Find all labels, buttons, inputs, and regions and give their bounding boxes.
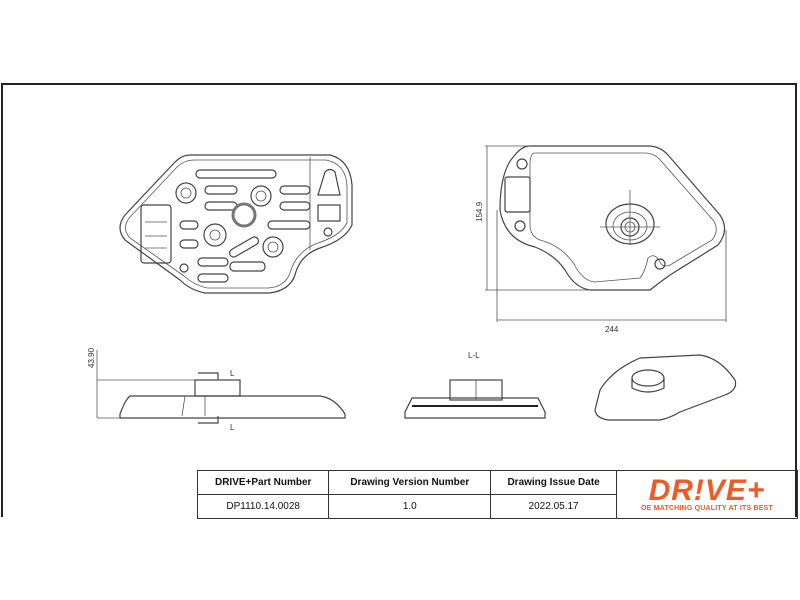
dimension-height: 154.9 xyxy=(475,201,484,222)
logo-tagline: OE MATCHING QUALITY AT ITS BEST xyxy=(641,505,773,512)
filter-bottom-view: 154.9 244 xyxy=(475,145,727,334)
technical-drawing: 154.9 244 43.90 L L L-L xyxy=(87,145,737,432)
filter-isometric-view xyxy=(594,354,737,421)
section-label: L-L xyxy=(468,351,480,360)
filter-side-view: 43.90 L L xyxy=(87,347,346,432)
brand-logo: DR!VE+ OE MATCHING QUALITY AT ITS BEST xyxy=(616,470,798,519)
value-issue-date: 2022.05.17 xyxy=(490,494,617,519)
section-marker-bottom: L xyxy=(230,423,235,432)
section-marker-top: L xyxy=(230,369,235,378)
value-version: 1.0 xyxy=(328,494,492,519)
drawing-frame xyxy=(1,83,797,517)
header-version: Drawing Version Number xyxy=(328,470,492,495)
header-part-number: DRIVE+Part Number xyxy=(196,470,330,495)
dimension-depth: 43.90 xyxy=(87,347,96,368)
title-block: DRIVE+Part Number Drawing Version Number… xyxy=(196,470,798,519)
value-part-number: DP1110.14.0028 xyxy=(196,494,330,519)
header-issue-date: Drawing Issue Date xyxy=(490,470,617,495)
logo-text: DR!VE+ xyxy=(648,474,766,507)
section-view: L-L xyxy=(404,351,546,419)
filter-top-view xyxy=(119,154,353,294)
dimension-width: 244 xyxy=(605,325,619,334)
